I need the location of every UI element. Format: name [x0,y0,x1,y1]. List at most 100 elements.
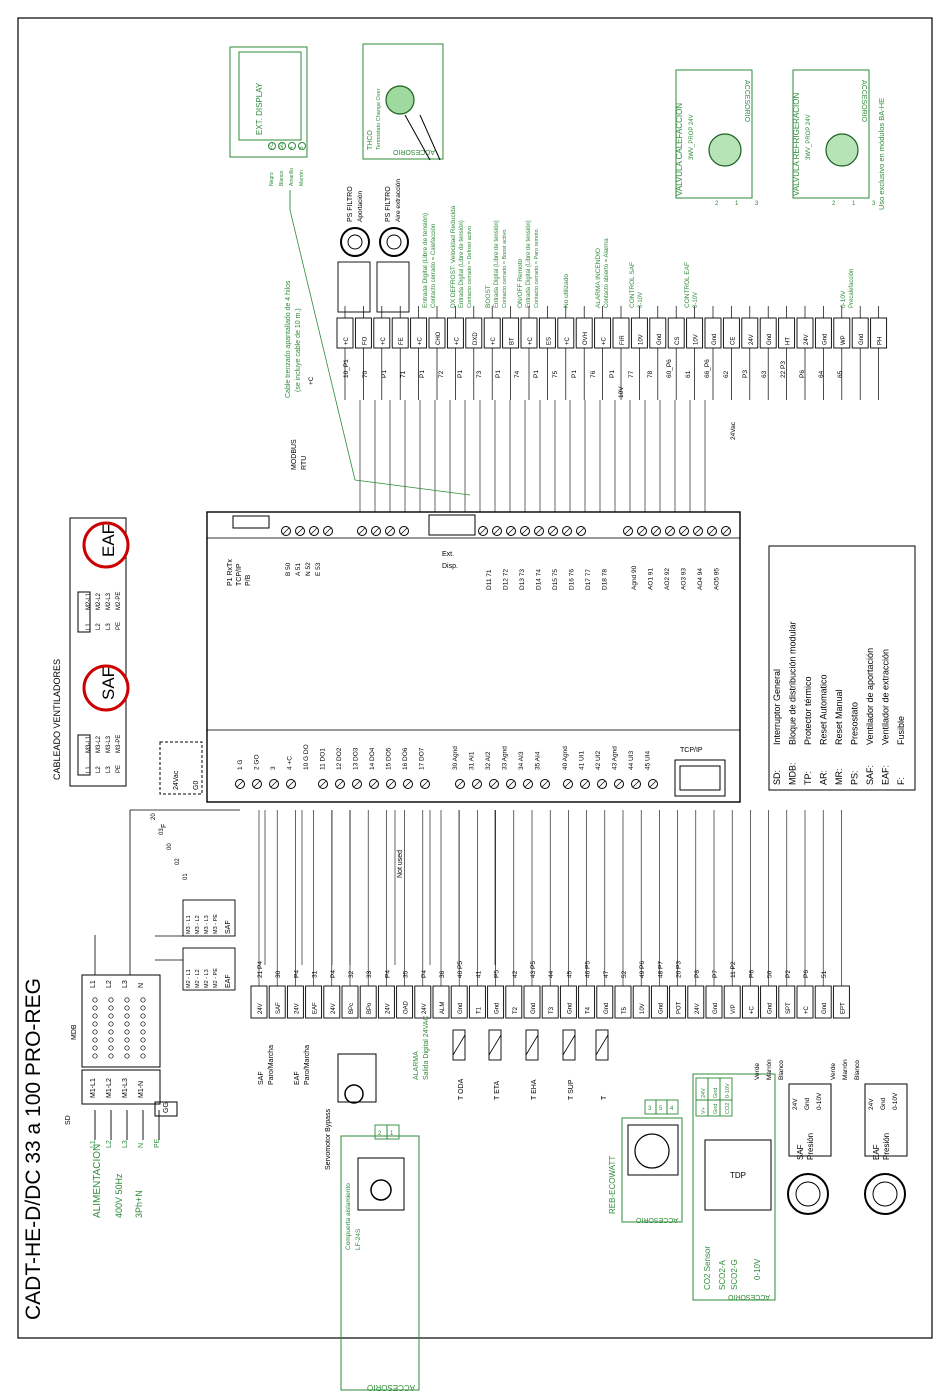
top-wire-number: P1 [381,370,388,378]
plc-bottom-terminal: 13 DO3 [353,747,360,770]
co2-model: SCO2-G [730,1259,739,1290]
top-terminal-label: OVH [583,332,589,345]
plc-ui-terminal: 45 UI4 [645,750,652,770]
plc-ui-terminal: 42 UI2 [595,750,602,770]
bottom-terminal-label: T2 [513,1006,519,1014]
plc-screw [371,526,381,536]
valve-pin: 3 [872,201,876,207]
top-wire-number: P1 [533,370,540,378]
fuse-label: F [161,824,168,828]
thco-valve-icon [385,85,415,115]
wire [564,780,572,788]
wire [521,527,529,535]
wire [456,780,464,788]
saf-connector-label: SAF [225,920,232,934]
supply-voltage: 400V 50Hz [114,1173,124,1218]
reb-pin-label: 5 [659,1106,663,1112]
supply-phases: 3Ph+N [134,1190,144,1218]
top-terminal-label: +C [528,336,534,345]
bottom-wire-number: P6 [803,970,810,978]
top-wire-number: 70 [362,370,369,378]
top-wire-number: P3 [742,370,749,378]
mdb-pin [92,1037,98,1043]
top-wire-number: P1 [419,370,426,378]
thco-sub: Termostato Change Over [376,88,382,150]
bottom-terminal-label: SAF [276,1002,282,1014]
top-terminal-label: ES [546,337,552,345]
bottom-terminal-label: T5 [622,1006,628,1014]
bottom-wire-number: 46 P5 [585,961,592,978]
wire [319,780,327,788]
plc-bottom-terminal: 15 DO5 [386,747,393,770]
co2-pin-label: CO2 [725,1103,731,1114]
bottom-wire-number: 35 [403,970,410,978]
wire [452,1034,466,1056]
pressure-wire-color: Verde [754,1063,761,1080]
bottom-terminal-label: 24V [385,1003,391,1014]
top-terminal-label: 10V [694,334,700,345]
mdb-pin [140,997,146,1003]
bottom-terminal-label: BPc [349,1003,355,1014]
tcp-ip-label: TCP/IP [680,747,703,754]
green-note: ALARMA INCENDIO [595,248,602,308]
top-wire-number: 65 [837,370,844,378]
ext-display-pin: A [289,146,295,150]
plc-screw [580,779,590,789]
pressure-pin: 0-10V [816,1092,823,1110]
bottom-terminal-label: 24V [331,1003,337,1014]
top-terminal-label: CS [675,337,681,345]
diagram-title: CADT-HE-D/DC 33 a 100 PRO-REG [22,978,45,1320]
co2-pin-label: V+ [701,1107,707,1114]
plc-ui-terminal: 41 UI1 [579,750,586,770]
plc-screw [576,526,586,536]
ext-display-wire-color: Blanco [279,170,285,186]
legend-key: SAF: [865,765,875,785]
ext-display-name: EXT. DISPLAY [255,82,264,135]
ext-display-pin-circle [278,142,286,150]
fans-title: CABLEADO VENTILADORES [52,659,62,780]
legend-key: TP: [803,771,813,785]
legend-key: SD: [772,770,782,785]
plc-ui-terminal: 43 Agnd [612,746,619,770]
rs485-pin: N 52 [305,562,312,576]
wire [680,527,688,535]
plc-digital-in: D13 73 [519,569,526,590]
bottom-terminal-label: T4 [586,1006,592,1014]
wire [493,527,501,535]
bottom-wire-number: 31 [312,970,319,978]
plc-screw [295,526,305,536]
ext-display-pin: B [299,146,305,150]
legend-value: Fusible [896,716,906,745]
bottom-wire-number: P4 [384,970,391,978]
saf-conn-wire: M3 - PE [213,914,219,934]
top-terminal-label: +C [344,336,350,345]
plc-screw [455,779,465,789]
compuerta-accessory [340,1135,420,1391]
mdb-pin [92,1013,98,1019]
top-terminal-label: Gnd [767,334,773,345]
mdb-pin [124,1037,130,1043]
reb-ecowatt-dial [634,1133,670,1169]
mdb-output: L1 [90,980,97,988]
legend-key: EAF: [881,765,891,785]
temp-sensor [525,1029,539,1061]
wire [289,209,356,481]
reb-pin-label: 4 [670,1106,674,1112]
mdb-pin [140,1013,146,1019]
ba-he-note: Uso exclusivo en módulos BA-HE [877,98,886,210]
top-wire-number: 64 [818,370,825,378]
pressure-name: EAF [872,1144,881,1160]
wire [270,780,278,788]
legend-key: MDB: [788,763,798,786]
wire [577,527,585,535]
temp-sensor [562,1029,576,1061]
top-wire-number: P1 [495,370,502,378]
green-note: 0-10V [840,290,847,308]
bottom-wire-number: 52 [621,970,628,978]
saf-term: L1 [86,766,92,773]
co2-pin-label: Gnd [713,1104,719,1114]
plc-screw [506,779,516,789]
plc-screw [420,779,430,789]
wire-number: 01 [183,873,189,880]
